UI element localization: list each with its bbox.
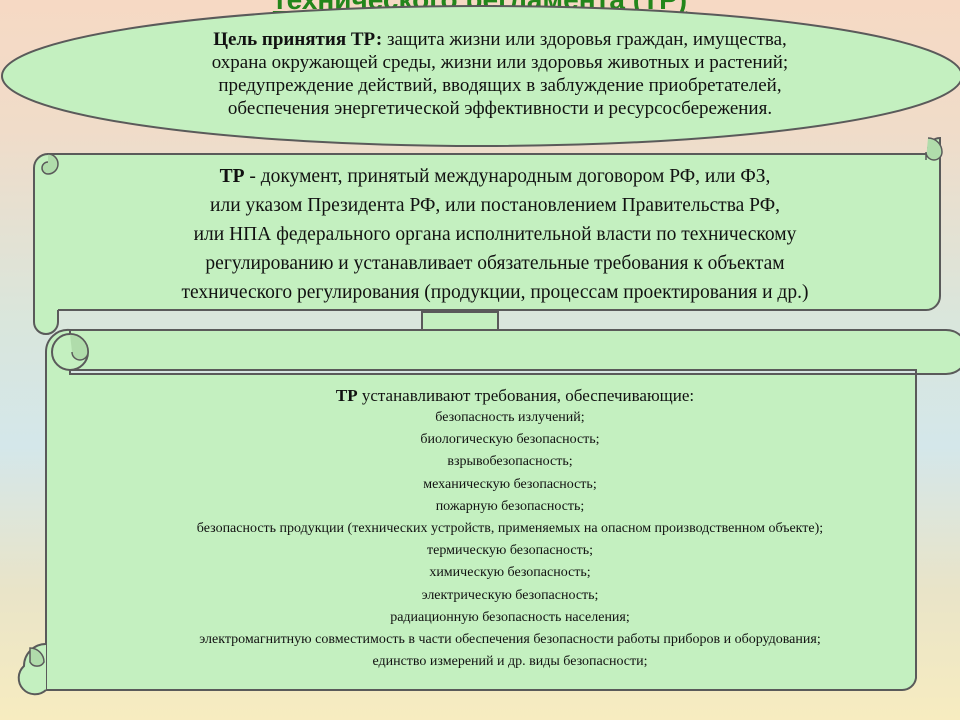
- list-item: безопасность излучений;: [435, 410, 585, 425]
- requirements-scroll: [17, 328, 960, 696]
- list-item: термическую безопасность;: [427, 543, 593, 559]
- list-item: взрывобезопасность;: [447, 454, 573, 470]
- list-item: химическую безопасность;: [429, 565, 591, 581]
- requirements-label: ТР: [335, 386, 358, 405]
- requirements-list: безопасность излучений; биологическую бе…: [60, 407, 960, 673]
- list-item: единство измерений и др. виды безопаснос…: [372, 654, 648, 670]
- definition-label: ТР: [219, 166, 245, 187]
- list-item: пожарную безопасность;: [435, 498, 585, 514]
- requirements-heading: ТР устанавливают требования, обеспечиваю…: [335, 386, 695, 405]
- list-item: радиационную безопасность населения;: [390, 609, 630, 625]
- goal-label: Цель принятия ТР:: [213, 29, 383, 50]
- list-item: механическую безопасность;: [423, 476, 597, 492]
- list-item: безопасность продукции (технических устр…: [196, 521, 824, 537]
- definition-scroll: [33, 136, 943, 335]
- list-item: биологическую безопасность;: [420, 432, 600, 448]
- list-item: электромагнитную совместимость в части о…: [199, 632, 821, 648]
- goal-oval: [1, 5, 960, 147]
- goal-text: Цель принятия ТР: защита жизни или здоро…: [211, 29, 789, 119]
- list-item: электрическую безопасность;: [421, 587, 599, 603]
- definition-text: ТР - документ, принятый международным до…: [181, 166, 809, 303]
